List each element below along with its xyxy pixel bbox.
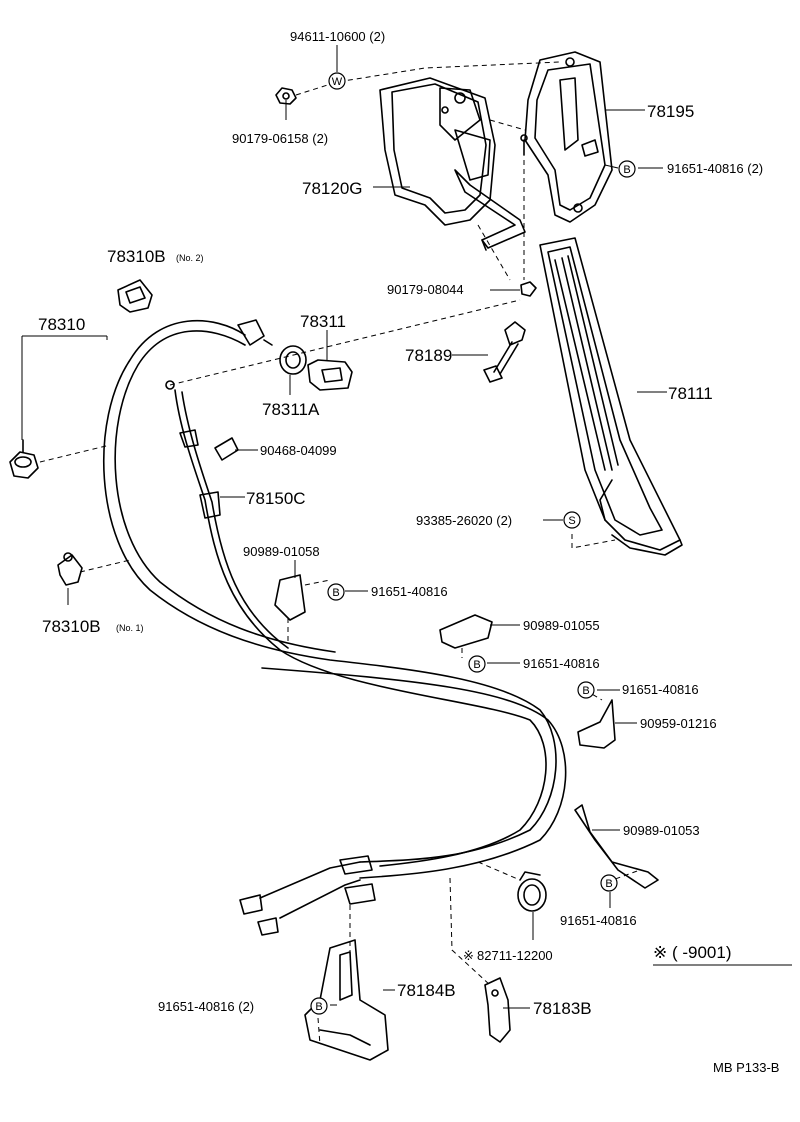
label-note-9001: ※ ( -9001)	[653, 943, 732, 962]
clamp-78310b-no1	[57, 552, 83, 586]
label-78310b-no1-note: (No. 1)	[116, 623, 144, 633]
label-91651-40816-b2: 91651-40816	[371, 584, 448, 599]
bracket-78184b	[304, 939, 389, 1061]
cable-78150c	[103, 319, 567, 936]
bracket-90959-01216	[577, 699, 616, 749]
label-78184b: 78184B	[397, 981, 456, 1000]
svg-text:W: W	[332, 76, 343, 88]
label-78310: 78310	[38, 315, 85, 334]
symbol-b-3: B	[468, 655, 486, 673]
svg-text:B: B	[605, 878, 612, 890]
label-78311: 78311	[300, 312, 346, 331]
bracket-78183b	[484, 977, 511, 1043]
label-91651-40816-b6: 91651-40816 (2)	[158, 999, 254, 1014]
label-90468-04099: 90468-04099	[260, 443, 337, 458]
label-90989-01058: 90989-01058	[243, 544, 320, 559]
label-90179-06158: 90179-06158 (2)	[232, 131, 328, 146]
stopper-bolt-78189	[483, 321, 526, 383]
label-page-reference: MB P133-B	[713, 1060, 779, 1075]
pin-90179-08044	[520, 134, 537, 297]
leader-lines	[21, 45, 792, 1009]
label-78183b: 78183B	[533, 999, 592, 1018]
grommet-78310	[9, 439, 39, 479]
label-78195: 78195	[647, 102, 694, 121]
symbol-s: S	[563, 511, 581, 529]
part-labels: 94611-10600 (2) 90179-06158 (2) 78195 91…	[38, 29, 779, 1075]
symbol-w: W	[328, 72, 346, 90]
symbol-b-5: B	[600, 874, 618, 892]
clip-78311a	[279, 345, 307, 375]
clip-90468-04099	[214, 437, 239, 461]
svg-text:B: B	[623, 164, 630, 176]
alignment-lines	[39, 61, 641, 1046]
label-82711-mark: ※	[463, 948, 474, 963]
bracket-90989-01058	[274, 574, 306, 621]
symbol-b-1: B	[618, 160, 636, 178]
label-90959-01216: 90959-01216	[640, 716, 717, 731]
label-78189: 78189	[405, 346, 452, 365]
label-93385-26020: 93385-26020 (2)	[416, 513, 512, 528]
label-78120g: 78120G	[302, 179, 363, 198]
label-90179-08044: 90179-08044	[387, 282, 464, 297]
symbol-b-4: B	[577, 681, 595, 699]
label-78310b-no1: 78310B	[42, 617, 101, 636]
label-78310b-no2: 78310B	[107, 247, 166, 266]
label-78150c: 78150C	[246, 489, 306, 508]
symbol-b-6: B	[310, 997, 328, 1015]
grommet-78311	[307, 359, 353, 391]
svg-text:B: B	[582, 685, 589, 697]
symbol-b-2: B	[327, 583, 345, 601]
label-78311a: 78311A	[262, 400, 320, 419]
bracket-90989-01055	[439, 614, 493, 649]
label-90989-01055: 90989-01055	[523, 618, 600, 633]
clamp-82711-12200	[517, 871, 547, 912]
svg-text:B: B	[315, 1001, 322, 1013]
pedal-78111	[539, 237, 683, 556]
clamp-78310b-no2	[117, 279, 153, 313]
svg-text:B: B	[332, 587, 339, 599]
label-91651-40816-b4: 91651-40816	[622, 682, 699, 697]
label-78310b-no2-note: (No. 2)	[176, 253, 204, 263]
label-78111: 78111	[668, 384, 713, 403]
label-91651-40816-b3: 91651-40816	[523, 656, 600, 671]
label-94611-10600: 94611-10600 (2)	[290, 29, 385, 44]
nut-90179-06158	[275, 87, 297, 105]
housing-78120g	[379, 77, 526, 251]
svg-text:S: S	[568, 515, 575, 527]
label-91651-40816-top: 91651-40816 (2)	[667, 161, 763, 176]
label-82711-12200: 82711-12200	[477, 948, 553, 963]
svg-text:B: B	[473, 659, 480, 671]
bracket-78195	[524, 51, 613, 223]
label-90989-01053: 90989-01053	[623, 823, 700, 838]
bracket-90989-01053	[574, 804, 659, 889]
label-91651-40816-b5: 91651-40816	[560, 913, 637, 928]
